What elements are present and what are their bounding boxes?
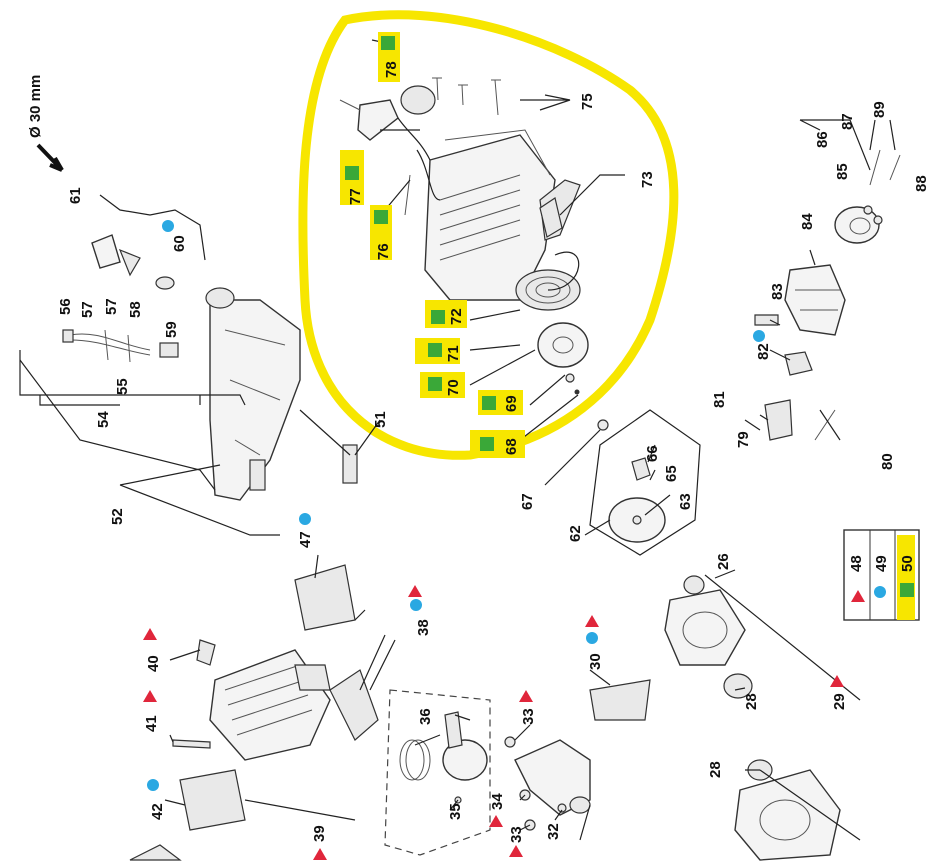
part-label-69: 69 bbox=[503, 395, 520, 412]
grommet-drawing bbox=[342, 444, 358, 484]
nut-drawing bbox=[597, 419, 609, 431]
bolt-drawing bbox=[172, 739, 211, 749]
part-label-33b: 33 bbox=[508, 826, 525, 843]
part-label-62: 62 bbox=[567, 525, 584, 542]
part-label-39: 39 bbox=[311, 825, 328, 842]
crankshaft-drawing bbox=[504, 736, 591, 831]
part-label-57b: 57 bbox=[103, 298, 120, 315]
part-label-80: 80 bbox=[879, 453, 896, 470]
flywheel-drawing bbox=[608, 457, 666, 543]
bracket-drawing bbox=[539, 197, 563, 238]
part-label-68: 68 bbox=[503, 438, 520, 455]
part-label-38: 38 bbox=[415, 619, 432, 636]
piston-group-box bbox=[384, 689, 491, 856]
part-label-85: 85 bbox=[834, 163, 851, 180]
part-label-28a: 28 bbox=[743, 693, 760, 710]
fuel-tank-drawing bbox=[205, 287, 301, 501]
part-label-49: 49 bbox=[873, 555, 890, 572]
part-label-73: 73 bbox=[639, 171, 656, 188]
part-label-88: 88 bbox=[913, 175, 930, 192]
part-label-40: 40 bbox=[145, 655, 162, 672]
part-label-63: 63 bbox=[677, 493, 694, 510]
part-label-30: 30 bbox=[587, 653, 604, 670]
fuel-lines-drawing bbox=[69, 329, 151, 363]
part-label-26: 26 bbox=[715, 553, 732, 570]
part-label-61: 61 bbox=[67, 187, 84, 204]
diameter-note: Ø 30 mm bbox=[27, 75, 44, 138]
carburettor-drawing bbox=[754, 149, 901, 441]
piston-drawing bbox=[399, 711, 488, 804]
ignition-box bbox=[589, 409, 701, 556]
part-label-34: 34 bbox=[489, 793, 506, 810]
part-label-81: 81 bbox=[711, 391, 728, 408]
part-label-57a: 57 bbox=[79, 301, 96, 318]
part-label-51: 51 bbox=[372, 411, 389, 428]
part-label-47: 47 bbox=[297, 531, 314, 548]
highlight-outline bbox=[298, 10, 679, 460]
cylinder-gasket-drawing bbox=[329, 669, 379, 741]
insulator-gasket-drawing bbox=[294, 564, 356, 631]
part-label-72: 72 bbox=[448, 308, 465, 325]
starter-handle-drawing bbox=[339, 99, 431, 161]
crankcase-drawing bbox=[664, 575, 841, 861]
part-label-36: 36 bbox=[417, 708, 434, 725]
leader-lines bbox=[19, 39, 896, 841]
part-label-41: 41 bbox=[143, 715, 160, 732]
part-label-70: 70 bbox=[445, 379, 462, 396]
gasket-30-drawing bbox=[589, 679, 651, 721]
part-label-52: 52 bbox=[109, 508, 126, 525]
part-label-35: 35 bbox=[447, 803, 464, 820]
blue-markers bbox=[147, 220, 886, 791]
part-label-75: 75 bbox=[579, 93, 596, 110]
part-label-65: 65 bbox=[663, 465, 680, 482]
part-label-50: 50 bbox=[899, 555, 916, 572]
cylinder-drawing bbox=[209, 649, 331, 761]
part-label-32: 32 bbox=[545, 823, 562, 840]
part-label-55: 55 bbox=[114, 378, 131, 395]
part-label-83: 83 bbox=[769, 283, 786, 300]
leader-29 bbox=[704, 574, 861, 841]
part-label-59: 59 bbox=[163, 321, 180, 338]
part-label-87: 87 bbox=[839, 113, 856, 130]
part-label-67: 67 bbox=[519, 493, 536, 510]
decal-drawing bbox=[400, 85, 436, 115]
fan-housing-drawing bbox=[416, 129, 589, 395]
part-label-79: 79 bbox=[735, 431, 752, 448]
part-label-78: 78 bbox=[383, 61, 400, 78]
filter-drawing bbox=[159, 342, 179, 358]
spark-plug-drawing bbox=[196, 639, 216, 666]
base-gasket-drawing bbox=[179, 769, 246, 831]
part-label-60: 60 bbox=[171, 235, 188, 252]
part-label-54: 54 bbox=[95, 411, 112, 428]
part-label-48: 48 bbox=[848, 555, 865, 572]
part-label-86: 86 bbox=[814, 131, 831, 148]
part-label-33a: 33 bbox=[520, 708, 537, 725]
partial-part-drawing bbox=[129, 844, 182, 861]
valve-drawing bbox=[62, 329, 74, 343]
part-label-89: 89 bbox=[871, 101, 888, 118]
part-label-76: 76 bbox=[375, 243, 392, 260]
red-markers bbox=[143, 585, 865, 860]
fuel-cap-drawing bbox=[91, 234, 175, 290]
part-label-66: 66 bbox=[644, 445, 661, 462]
arrow-icon bbox=[36, 143, 64, 172]
green-markers bbox=[345, 36, 914, 597]
part-label-58: 58 bbox=[127, 301, 144, 318]
part-label-71: 71 bbox=[445, 345, 462, 362]
part-label-28b: 28 bbox=[707, 761, 724, 778]
part-label-29: 29 bbox=[831, 693, 848, 710]
part-label-82: 82 bbox=[755, 343, 772, 360]
part-label-56: 56 bbox=[57, 298, 74, 315]
part-label-42: 42 bbox=[149, 803, 166, 820]
part-label-77: 77 bbox=[347, 188, 364, 205]
part-label-84: 84 bbox=[799, 213, 816, 230]
